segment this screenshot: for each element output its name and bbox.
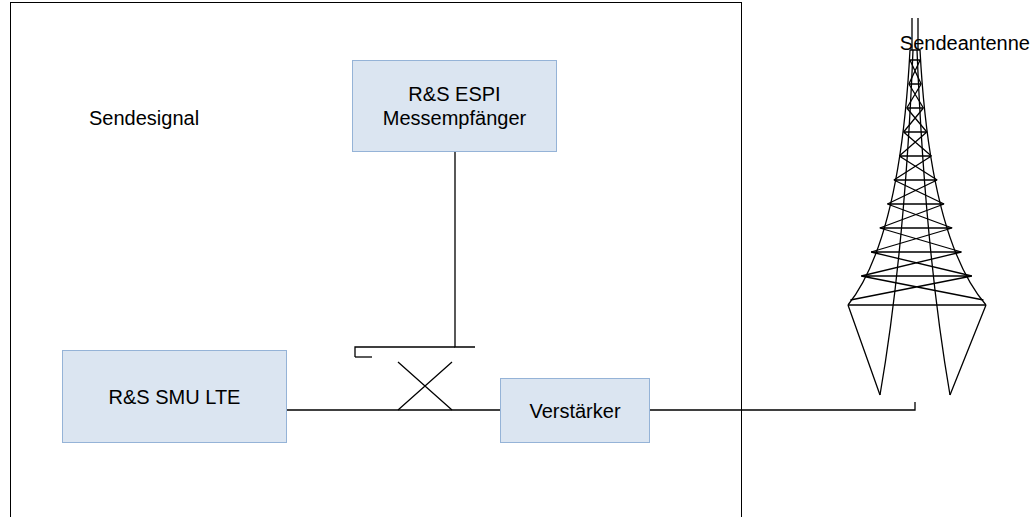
coupler-arm (355, 347, 455, 357)
amplifier-box: Verstärker (500, 378, 650, 443)
antenna-tower (848, 18, 986, 395)
signal-line (287, 410, 500, 411)
box-label: R&S SMU LTE (109, 385, 241, 409)
coupler-arm (355, 356, 372, 357)
receiver-box: R&S ESPI Messempfänger (352, 60, 557, 152)
frame-label: Sendesignal (89, 106, 199, 130)
antenna-label: Sendeantenne (900, 31, 1030, 55)
box-label: Verstärker (529, 399, 620, 423)
coupler-cross (398, 362, 452, 410)
coupler-wire (455, 152, 475, 347)
generator-box: R&S SMU LTE (62, 350, 287, 443)
box-label: R&S ESPI Messempfänger (364, 82, 545, 130)
system-frame: Sendesignal R&S ESPI MessempfängerR&S SMU… (10, 2, 742, 517)
antenna-wire (650, 402, 915, 410)
